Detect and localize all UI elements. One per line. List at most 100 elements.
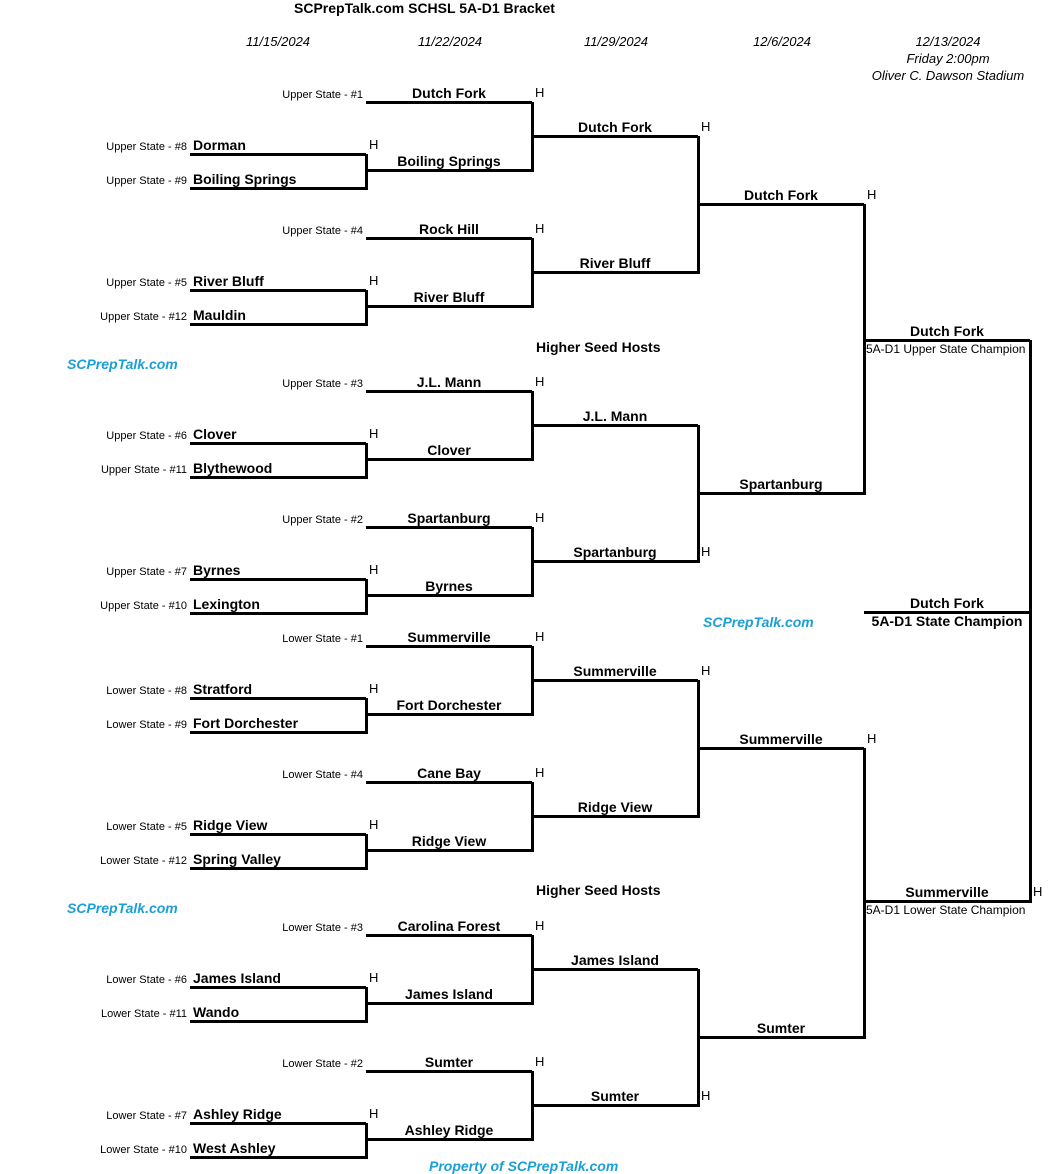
host-mark: H: [535, 1054, 545, 1069]
host-mark: H: [369, 1106, 379, 1121]
seed-label: Upper State - #8: [106, 141, 187, 153]
round1-team: Wando: [193, 1004, 240, 1020]
seed-label: Lower State - #8: [106, 685, 187, 697]
upper-state-champion-label: 5A-D1 Upper State Champion: [866, 342, 1026, 356]
round2-team: Fort Dorchester: [396, 697, 502, 713]
champion-line: [864, 611, 1030, 614]
round2-team: Byrnes: [425, 578, 473, 594]
round1-line: [190, 612, 366, 615]
round1-team: Clover: [193, 426, 237, 442]
host-mark: H: [535, 765, 545, 780]
round1-line: [190, 1156, 366, 1159]
round1-team: James Island: [193, 970, 281, 986]
round4-team: Sumter: [756, 1020, 806, 1036]
round2-team: Cane Bay: [417, 765, 481, 781]
seed-label: Upper State - #7: [106, 566, 187, 578]
host-mark: H: [535, 374, 545, 389]
round1-team: Mauldin: [193, 307, 246, 323]
round2-line: [366, 849, 532, 852]
round3-team: James Island: [571, 952, 659, 968]
round3-team: Ridge View: [577, 799, 653, 815]
host-mark: H: [701, 119, 711, 134]
round1-line: [190, 1020, 366, 1023]
round1-line: [190, 442, 366, 445]
brand-mark-upper: SCPrepTalk.com: [67, 356, 178, 372]
round2-line: [366, 305, 532, 308]
round3-line: [532, 815, 698, 818]
round2-line: [366, 781, 532, 784]
higher-seed-note-upper: Higher Seed Hosts: [536, 339, 661, 355]
seed-label: Upper State - #12: [100, 311, 187, 323]
round1-connector: [365, 1123, 368, 1159]
round1-line: [190, 578, 366, 581]
seed-label: Upper State - #5: [106, 277, 187, 289]
round3-team: River Bluff: [579, 255, 651, 271]
brand-mark-center: SCPrepTalk.com: [703, 614, 814, 630]
state-champion-label: 5A-D1 State Champion: [871, 613, 1023, 629]
host-mark: H: [535, 510, 545, 525]
round3-line: [532, 1104, 698, 1107]
round1-line: [190, 731, 366, 734]
round3-line: [532, 271, 698, 274]
round1-team: River Bluff: [193, 273, 264, 289]
round1-line: [190, 986, 366, 989]
round1-line: [190, 323, 366, 326]
round1-line: [190, 289, 366, 292]
round1-connector: [365, 579, 368, 615]
round3-team: Dutch Fork: [578, 119, 652, 135]
round2-line: [366, 1070, 532, 1073]
host-mark: H: [535, 629, 545, 644]
round1-team: Fort Dorchester: [193, 715, 299, 731]
round5-team: Dutch Fork: [910, 323, 984, 339]
date-round-3: 11/29/2024: [583, 34, 649, 49]
round1-team: Blythewood: [193, 460, 273, 476]
round1-line: [190, 476, 366, 479]
round2-team: River Bluff: [413, 289, 485, 305]
host-mark: H: [701, 663, 711, 678]
seed-label: Lower State - #6: [106, 974, 187, 986]
date-round-2: 11/22/2024: [417, 34, 483, 49]
host-mark: H: [369, 970, 379, 985]
round2-line: [366, 1138, 532, 1141]
host-mark: H: [535, 918, 545, 933]
round3-team: Sumter: [590, 1088, 640, 1104]
round1-team: Dorman: [193, 137, 246, 153]
seed-label: Upper State - #6: [106, 430, 187, 442]
date-round-4: 12/6/2024: [753, 34, 811, 49]
round3-line: [532, 560, 698, 563]
seed-label: Upper State - #11: [100, 464, 187, 476]
seed-label: Lower State - #4: [282, 769, 363, 781]
host-mark: H: [535, 85, 545, 100]
seed-label: Lower State - #10: [100, 1144, 187, 1156]
round2-line: [366, 169, 532, 172]
round4-team: Dutch Fork: [744, 187, 818, 203]
host-mark: H: [701, 544, 711, 559]
brand-mark-lower: SCPrepTalk.com: [67, 900, 178, 916]
higher-seed-note-lower: Higher Seed Hosts: [536, 882, 661, 898]
round4-line: [698, 203, 864, 206]
round4-team: Summerville: [739, 731, 823, 747]
host-mark: H: [369, 681, 379, 696]
round2-team: Summerville: [407, 629, 491, 645]
round1-connector: [365, 290, 368, 326]
round2-line: [366, 713, 532, 716]
round2-team: Ridge View: [411, 833, 487, 849]
round2-team: Spartanburg: [407, 510, 491, 526]
seed-label: Lower State - #2: [282, 1058, 363, 1070]
round2-team: Carolina Forest: [397, 918, 501, 934]
round4-line: [698, 492, 864, 495]
round2-team: Sumter: [424, 1054, 474, 1070]
round2-line: [366, 390, 532, 393]
round3-team: J.L. Mann: [582, 408, 648, 424]
date-round-1: 11/15/2024: [245, 34, 311, 49]
round2-team: J.L. Mann: [416, 374, 482, 390]
round2-team: Rock Hill: [419, 221, 479, 237]
round1-connector: [365, 154, 368, 190]
round1-line: [190, 867, 366, 870]
seed-label: Lower State - #12: [100, 855, 187, 867]
round1-team: Boiling Springs: [193, 171, 297, 187]
final-time: Friday 2:00pm: [906, 51, 990, 66]
round2-team: Dutch Fork: [412, 85, 486, 101]
final-connector: [1029, 340, 1032, 903]
state-champion-team: Dutch Fork: [910, 595, 984, 611]
